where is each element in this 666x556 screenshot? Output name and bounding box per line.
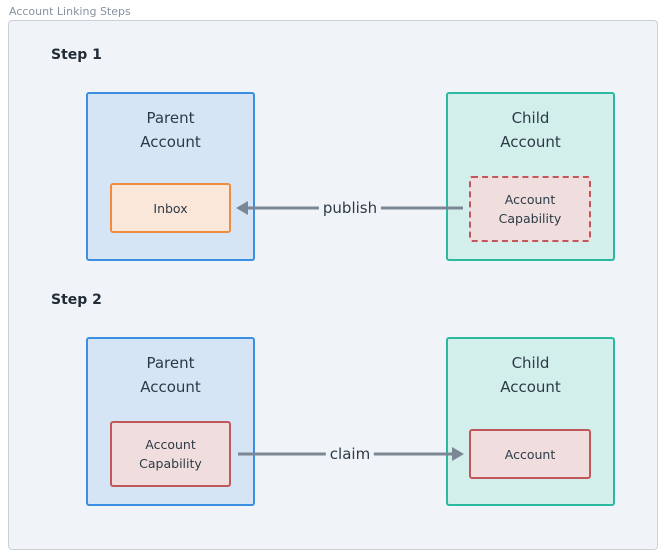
capability-line1: Account bbox=[504, 192, 556, 207]
parent-title-line2: Account bbox=[140, 133, 201, 151]
capability-line2: Capability bbox=[139, 456, 202, 471]
step-1-title: Step 1 bbox=[51, 47, 102, 63]
arrowhead-icon bbox=[452, 447, 464, 461]
capability-line2: Capability bbox=[498, 211, 562, 226]
parent-title-line1: Parent bbox=[146, 109, 195, 127]
step-2-account: Account bbox=[469, 429, 591, 479]
child-title-line2: Account bbox=[500, 133, 561, 151]
child-title-line2: Account bbox=[500, 378, 561, 396]
inbox-label: Inbox bbox=[153, 200, 188, 216]
arrowhead-icon bbox=[236, 201, 248, 215]
publish-label: publish bbox=[318, 199, 382, 217]
parent-title-line2: Account bbox=[140, 378, 201, 396]
step-2-title: Step 2 bbox=[51, 292, 102, 308]
account-label: Account bbox=[504, 446, 556, 462]
frame-title: Account Linking Steps bbox=[9, 5, 131, 18]
child-title-line1: Child bbox=[511, 109, 550, 127]
parent-title-line1: Parent bbox=[146, 354, 195, 372]
claim-label: claim bbox=[325, 445, 375, 463]
child-title-line1: Child bbox=[511, 354, 550, 372]
step-1-inbox: Inbox bbox=[110, 183, 231, 233]
capability-line1: Account bbox=[145, 437, 196, 452]
